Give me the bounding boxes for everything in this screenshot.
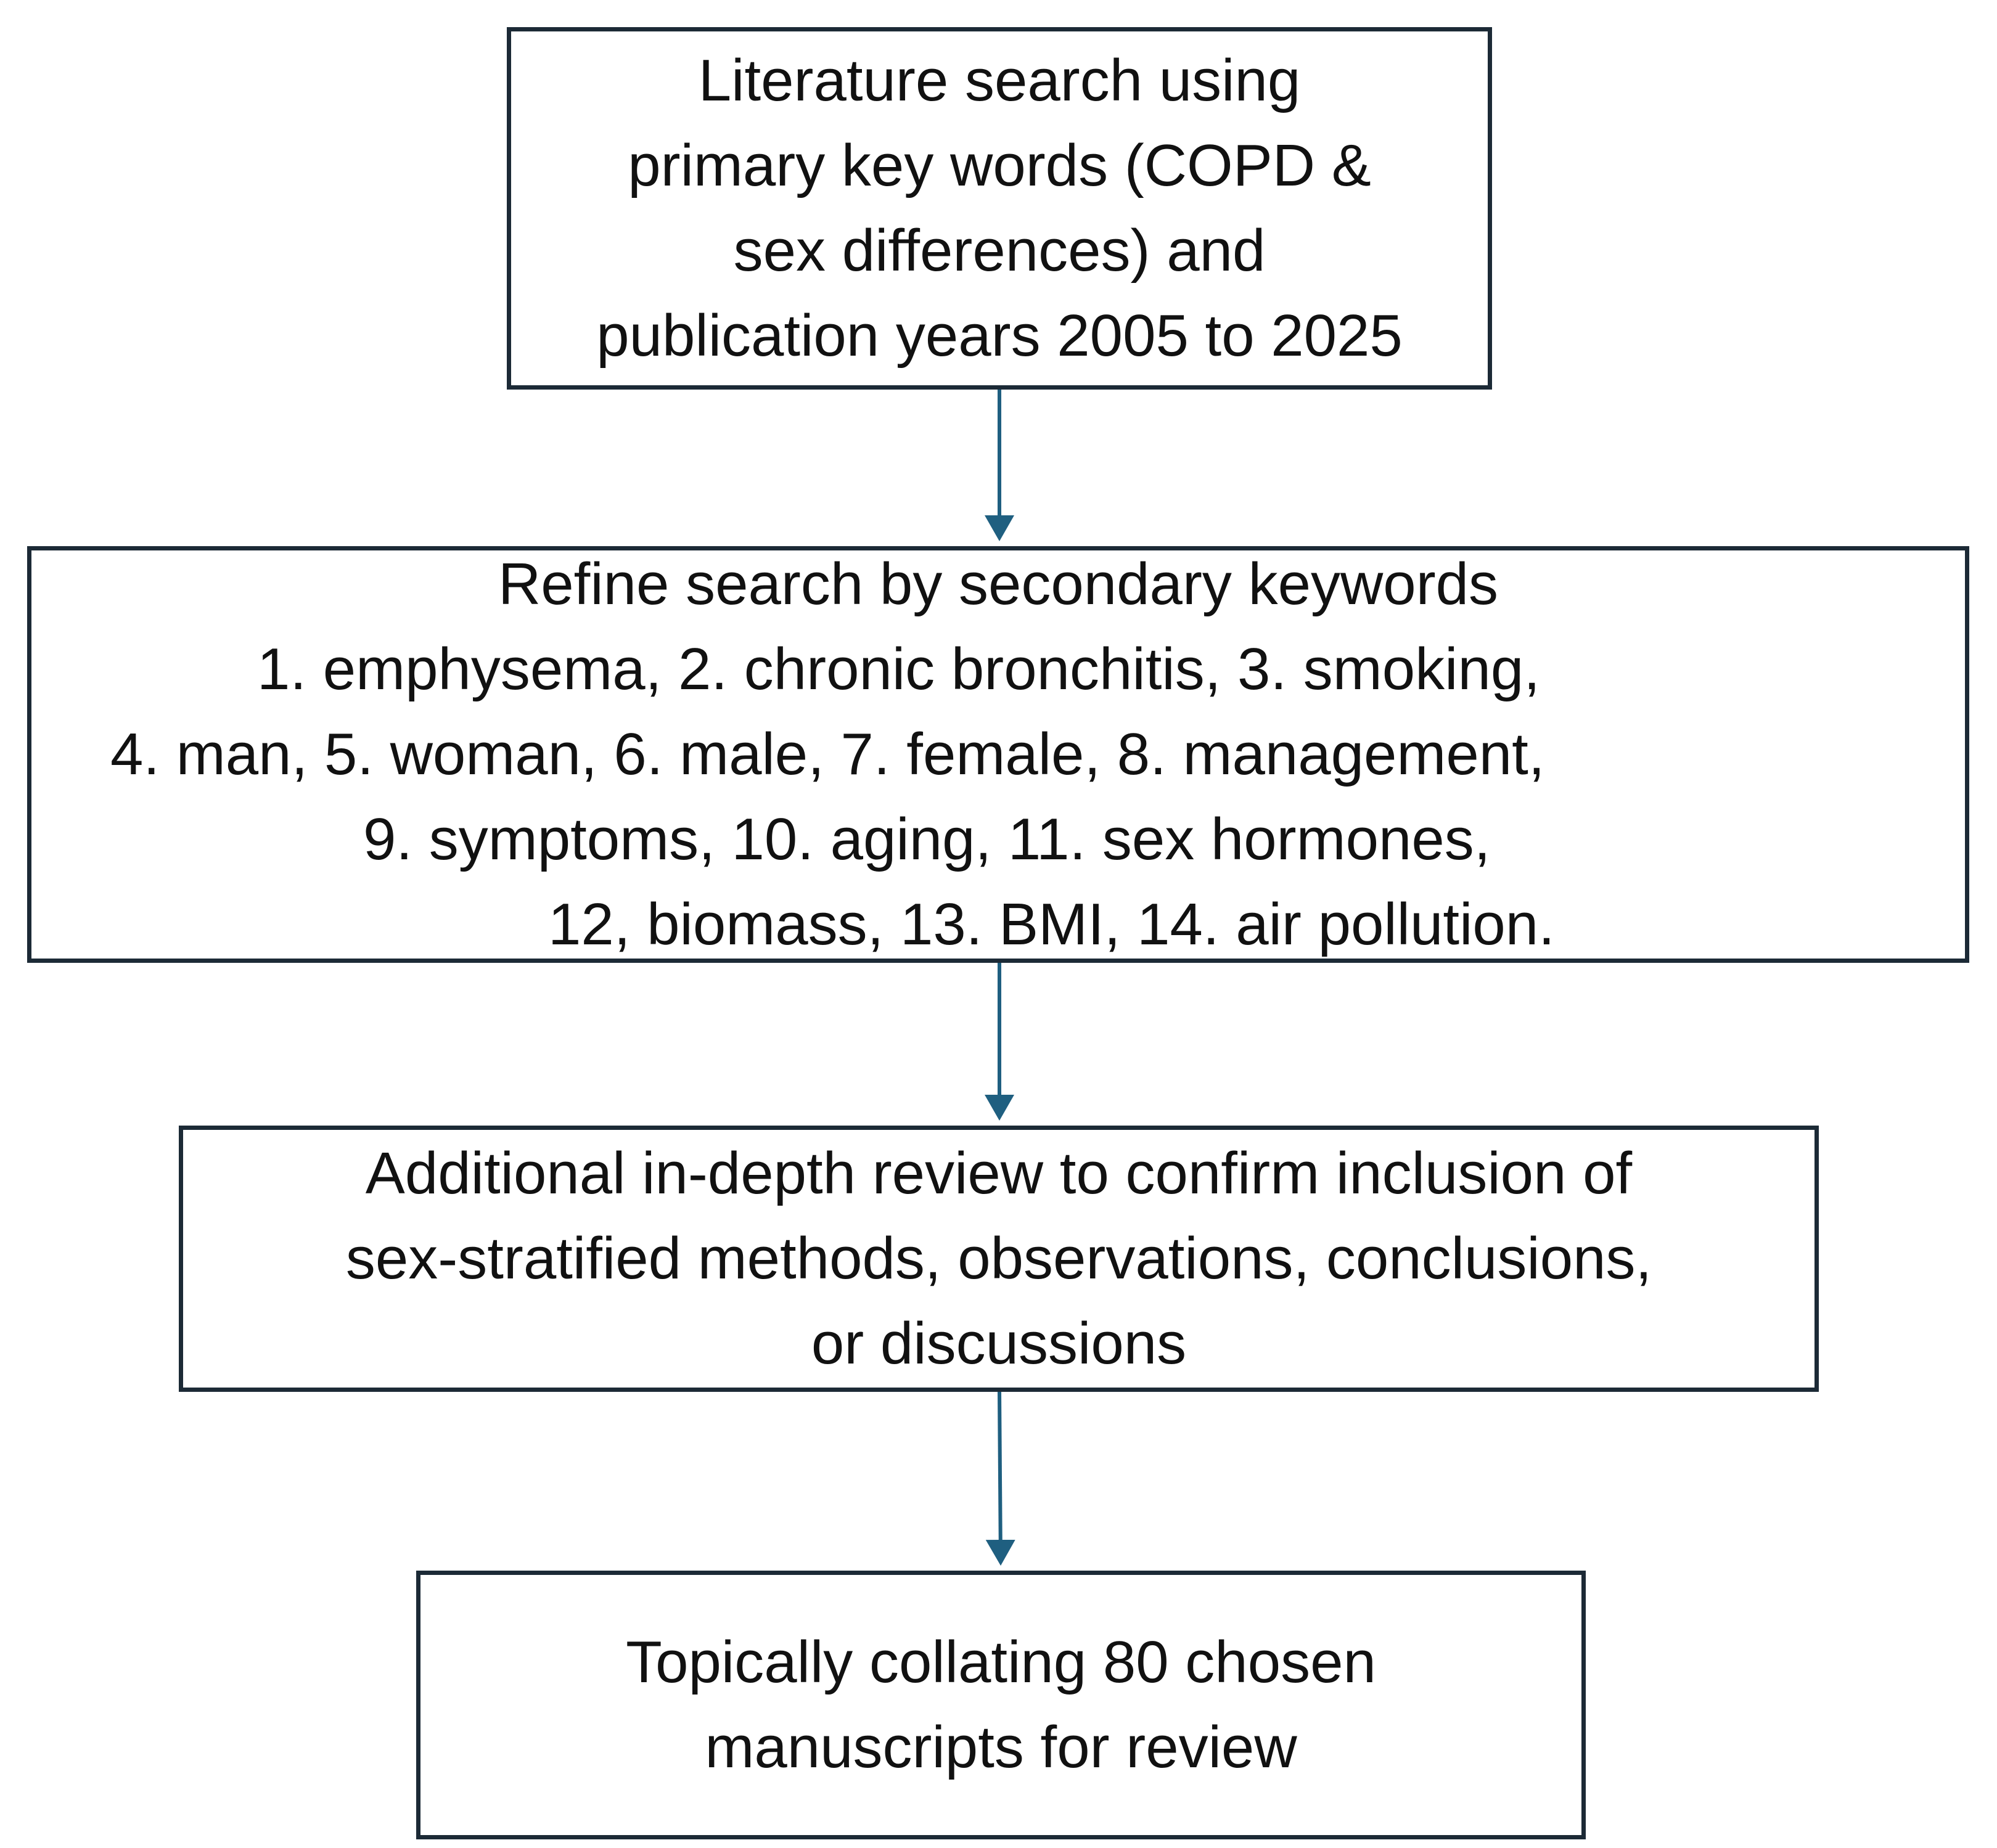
step-text-line: Refine search by secondary keywords (498, 551, 1499, 617)
step-text-line: publication years 2005 to 2025 (596, 303, 1403, 369)
arrow-step3-to-step4 (985, 1391, 1015, 1566)
step-text-line: sex differences) and (733, 218, 1266, 284)
step-text-line: manuscripts for review (705, 1714, 1297, 1780)
step-text-line: primary key words (COPD & (628, 133, 1371, 198)
step-text-line: 12, biomass, 13. BMI, 14. air pollution. (548, 891, 1555, 957)
step-text-line: 1. emphysema, 2. chronic bronchitis, 3. … (257, 636, 1540, 702)
step-literature-search-box: Literature search using primary key word… (507, 27, 1492, 390)
step-text-line: sex-stratified methods, observations, co… (345, 1225, 1652, 1291)
step-in-depth-review-box: Additional in-depth review to confirm in… (179, 1126, 1819, 1392)
step-text-line: or discussions (811, 1310, 1187, 1376)
step-text-line: Additional in-depth review to confirm in… (365, 1140, 1633, 1206)
step-text-line: 9. symptoms, 10. aging, 11. sex hormones… (363, 806, 1491, 872)
step-text-line: Topically collating 80 chosen (626, 1629, 1376, 1695)
step-text-line: Literature search using (698, 47, 1301, 113)
step-collate-manuscripts-box: Topically collating 80 chosen manuscript… (416, 1571, 1586, 1839)
step-text-line: 4. man, 5. woman, 6. male, 7. female, 8.… (110, 721, 1545, 787)
step-refine-search-box: Refine search by secondary keywords 1. e… (27, 546, 1969, 963)
